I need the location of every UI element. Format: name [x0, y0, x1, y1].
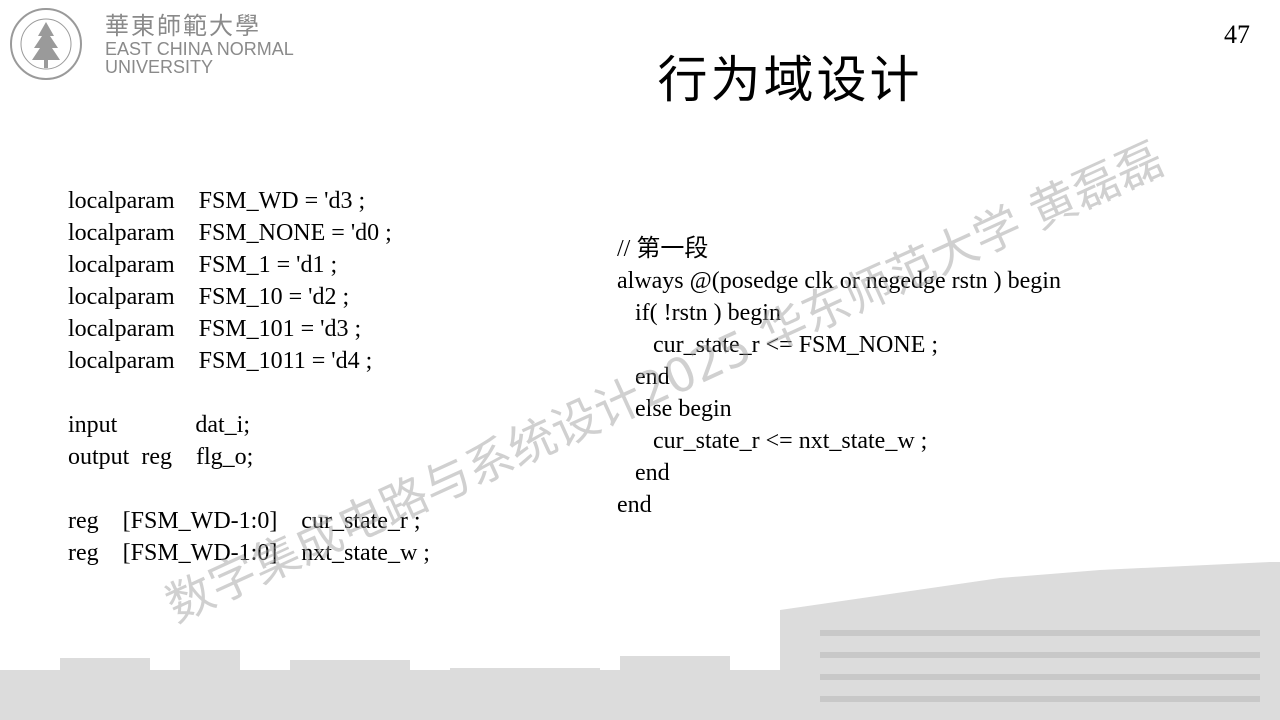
code-line: always @(posedge clk or negedge rstn ) b…: [617, 268, 1061, 294]
logo-english-line2: UNIVERSITY: [105, 57, 214, 77]
code-line: localparam FSM_1011 = 'd4 ;: [68, 348, 373, 374]
campus-skyline-image: [0, 562, 1280, 720]
code-line: cur_state_r <= FSM_NONE ;: [617, 332, 939, 358]
code-line: // 第一段: [617, 236, 709, 262]
always-block-code: // 第一段 always @(posedge clk or negedge rs…: [617, 233, 1061, 521]
code-line: if( !rstn ) begin: [617, 300, 781, 326]
code-line: cur_state_r <= nxt_state_w ;: [617, 428, 928, 454]
code-line: end: [617, 364, 670, 390]
code-line: localparam FSM_WD = 'd3 ;: [68, 188, 366, 214]
logo-chinese-name: 華東師範大學: [105, 12, 261, 40]
university-emblem-icon: [10, 8, 82, 80]
code-line: end: [617, 460, 670, 486]
code-line: output reg flg_o;: [68, 444, 254, 470]
logo-english-line1: EAST CHINA NORMAL: [105, 39, 294, 59]
university-logo: 華東師範大學 EAST CHINA NORMAL UNIVERSITY: [8, 6, 298, 82]
code-line: [68, 377, 430, 409]
declarations-code-block: localparam FSM_WD = 'd3 ; localparam FSM_…: [68, 185, 430, 569]
code-line: input dat_i;: [68, 412, 250, 438]
code-line: localparam FSM_NONE = 'd0 ;: [68, 220, 392, 246]
code-line: localparam FSM_101 = 'd3 ;: [68, 316, 362, 342]
code-line: reg [FSM_WD-1:0] cur_state_r ;: [68, 508, 421, 534]
slide-title: 行为域设计: [657, 51, 923, 109]
code-line: [68, 473, 430, 505]
code-line: else begin: [617, 396, 732, 422]
code-line: reg [FSM_WD-1:0] nxt_state_w ;: [68, 540, 430, 566]
page-number: 47: [1224, 20, 1250, 49]
code-line: end: [617, 492, 652, 518]
logo-text: 華東師範大學 EAST CHINA NORMAL UNIVERSITY: [105, 12, 294, 76]
code-line: localparam FSM_1 = 'd1 ;: [68, 252, 338, 278]
code-line: localparam FSM_10 = 'd2 ;: [68, 284, 350, 310]
